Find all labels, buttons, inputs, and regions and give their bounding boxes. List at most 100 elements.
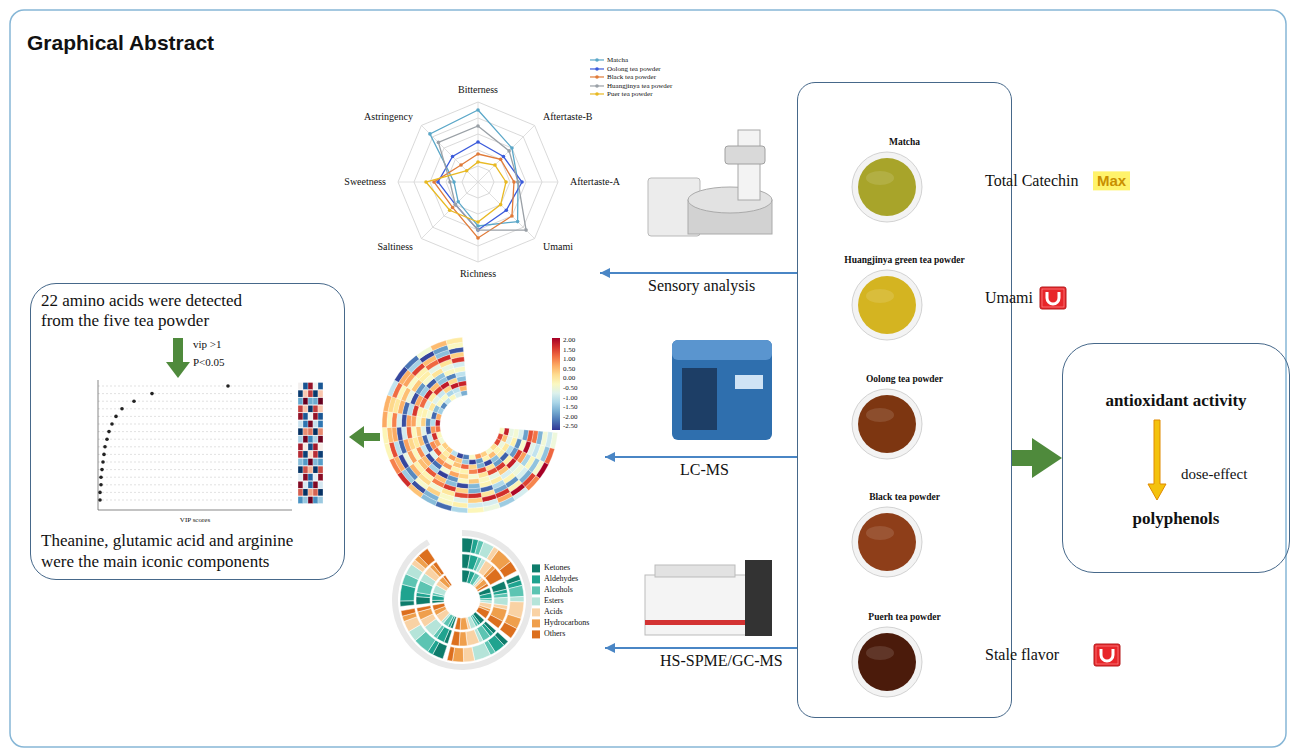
heatmap-cell bbox=[397, 472, 411, 488]
vip-point bbox=[114, 415, 118, 419]
heatmap-cell bbox=[421, 494, 437, 506]
legend-text: Aldehydes bbox=[544, 574, 578, 583]
heatmap-cell bbox=[308, 436, 313, 443]
instrument-body bbox=[645, 575, 755, 635]
heatmap-cell bbox=[298, 451, 303, 458]
heatmap-cell bbox=[303, 398, 308, 405]
heatmap-cell bbox=[313, 466, 318, 473]
grid-line bbox=[98, 500, 292, 501]
heatmap-cell bbox=[313, 428, 318, 435]
scale-value: 1.00 bbox=[563, 355, 575, 363]
legend-swatch bbox=[532, 586, 540, 594]
heatmap-cell bbox=[318, 474, 323, 481]
scale-value: 1.50 bbox=[563, 346, 575, 354]
heatmap-cell bbox=[298, 428, 303, 435]
heatmap-cell bbox=[426, 418, 431, 426]
heatmap-cell bbox=[303, 459, 308, 466]
heatmap-cell bbox=[298, 466, 303, 473]
sunburst-segment bbox=[460, 618, 468, 630]
heatmap-cell bbox=[318, 451, 323, 458]
radar-point bbox=[451, 155, 455, 159]
sunburst-ring bbox=[392, 530, 532, 670]
decrease-icon bbox=[1040, 287, 1066, 309]
radar-point bbox=[520, 180, 524, 184]
heatmap-cell bbox=[298, 474, 303, 481]
legend-text: Ketones bbox=[544, 563, 570, 572]
heatmap-cell bbox=[394, 366, 407, 382]
grid-line bbox=[98, 492, 292, 493]
heatmap-cell bbox=[303, 428, 308, 435]
heatmap-cell bbox=[298, 383, 303, 390]
heatmap-cell bbox=[313, 443, 318, 450]
down-arrow bbox=[1148, 420, 1166, 500]
cup-rim bbox=[852, 152, 922, 222]
heatmap-cell bbox=[469, 455, 476, 460]
heatmap-cell bbox=[313, 413, 318, 420]
heatmap-cell bbox=[298, 405, 303, 412]
icon-box bbox=[1040, 287, 1066, 309]
sunburst-segment bbox=[479, 593, 491, 599]
legend-entry: Ketones bbox=[532, 563, 570, 572]
vip-point bbox=[103, 445, 107, 449]
heatmap-cell bbox=[308, 398, 313, 405]
heatmap-cell bbox=[468, 493, 482, 499]
legend-entry: Esters bbox=[532, 596, 564, 605]
legend-swatch bbox=[532, 564, 540, 572]
highlight-tag: Max bbox=[1093, 171, 1130, 190]
radar-point bbox=[428, 132, 432, 136]
radar-point bbox=[476, 140, 480, 144]
heatmap-cell bbox=[313, 497, 318, 504]
heatmap-cell bbox=[318, 436, 323, 443]
legend-text: Huangjinya tea powder bbox=[607, 81, 672, 89]
heatmap-cell bbox=[308, 459, 313, 466]
axis-line bbox=[98, 380, 99, 510]
sunburst-segment bbox=[401, 608, 416, 616]
scale-value: -2.50 bbox=[563, 422, 578, 430]
vip-point bbox=[100, 468, 104, 472]
heatmap-cell bbox=[298, 481, 303, 488]
taste-sensor-instrument bbox=[648, 130, 772, 236]
heatmap-cell bbox=[303, 474, 308, 481]
axis-label: Umami bbox=[543, 241, 573, 253]
sunburst-segment bbox=[447, 647, 455, 662]
sunburst-segment bbox=[416, 597, 430, 605]
grid-line bbox=[98, 408, 292, 409]
heatmap-cell bbox=[298, 443, 303, 450]
property-label: Stale flavor bbox=[985, 646, 1059, 664]
heatmap-cell bbox=[430, 426, 436, 434]
legend-entry: Puer tea powder bbox=[590, 90, 652, 98]
heatmap-cell bbox=[446, 337, 463, 345]
heatmap-cell bbox=[468, 483, 480, 489]
legend-entry: Others bbox=[532, 629, 565, 638]
property-label: Umami bbox=[985, 289, 1033, 307]
cup-highlight bbox=[866, 171, 894, 185]
vip-point bbox=[120, 407, 124, 411]
vip-point bbox=[101, 460, 105, 464]
grid-line bbox=[98, 424, 292, 425]
instrument-panel bbox=[682, 368, 717, 430]
sunburst-segment bbox=[510, 596, 524, 602]
legend-swatch bbox=[532, 630, 540, 638]
result-box: antioxidant activitydose-effectpolypheno… bbox=[1062, 343, 1290, 573]
method-label: LC-MS bbox=[605, 448, 790, 484]
legend-text: Alcohols bbox=[544, 585, 573, 594]
heatmap-cell bbox=[408, 484, 424, 498]
icon-inner bbox=[1096, 646, 1118, 664]
heatmap-cell bbox=[382, 427, 389, 444]
radar-point bbox=[499, 203, 503, 207]
heatmap-cell bbox=[468, 474, 478, 479]
heatmap-cell bbox=[313, 383, 318, 390]
threshold-label: P<0.05 bbox=[193, 356, 225, 369]
vip-point bbox=[105, 437, 109, 441]
frame-border bbox=[10, 10, 1286, 747]
heatmap-cell bbox=[303, 383, 308, 390]
radar-point bbox=[516, 180, 520, 184]
heatmap-cell bbox=[308, 443, 313, 450]
radar-point bbox=[516, 220, 520, 224]
heatmap-cell bbox=[298, 421, 303, 428]
radar-point bbox=[504, 208, 508, 212]
grid-line bbox=[98, 484, 292, 485]
radar-point bbox=[476, 228, 480, 232]
axis-label: Astringency bbox=[364, 111, 413, 123]
heatmap-cell bbox=[469, 459, 476, 464]
